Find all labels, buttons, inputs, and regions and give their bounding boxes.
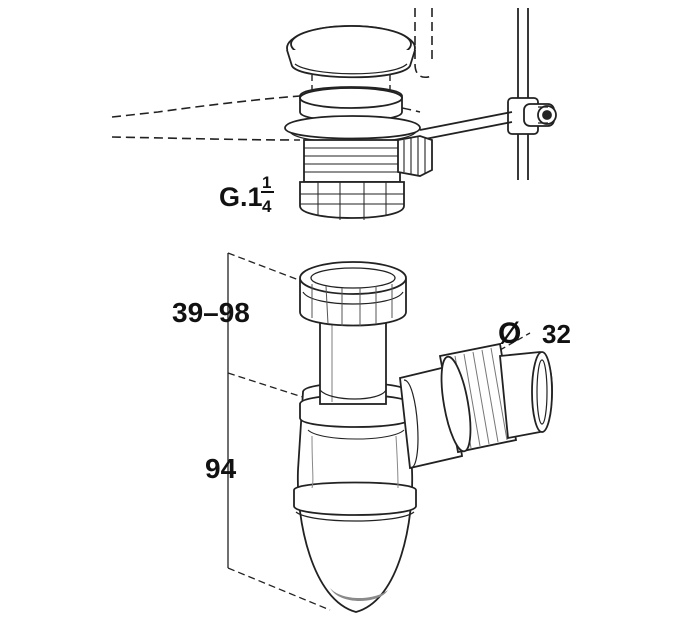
upper-height-label: 39–98 xyxy=(172,297,250,328)
dimension-lines xyxy=(227,252,531,611)
dim-extension-diameter xyxy=(499,332,531,351)
linkage-rod xyxy=(419,111,513,141)
thread-label-numerator: 1 xyxy=(262,173,271,192)
inlet-tube xyxy=(299,261,407,405)
dim-extension-mid xyxy=(227,372,313,401)
thread-label-denominator: 4 xyxy=(262,197,272,216)
overflow-connector xyxy=(397,135,433,177)
diameter-label: Ø 32 xyxy=(498,317,571,350)
sink-edge-outer xyxy=(111,95,301,118)
total-height-label: 94 xyxy=(205,453,237,484)
shank-nut xyxy=(299,181,405,219)
diameter-symbol: Ø xyxy=(498,317,521,350)
sink-edge-inner xyxy=(111,136,301,141)
outlet-pipe xyxy=(399,342,553,470)
pull-rod xyxy=(507,8,557,180)
threaded-shank xyxy=(303,139,401,183)
thread-label-prefix: G.1 xyxy=(219,182,263,212)
diameter-value: 32 xyxy=(542,319,571,349)
waste-valve xyxy=(284,25,433,220)
thread-label: G.1 1 4 xyxy=(219,173,274,216)
dim-extension-top xyxy=(227,252,305,283)
flange-ring xyxy=(284,115,421,140)
sink-back-wall xyxy=(414,8,433,79)
dim-extension-bottom xyxy=(227,567,331,611)
bottle-trap xyxy=(293,382,417,613)
bottle-band xyxy=(293,481,417,516)
